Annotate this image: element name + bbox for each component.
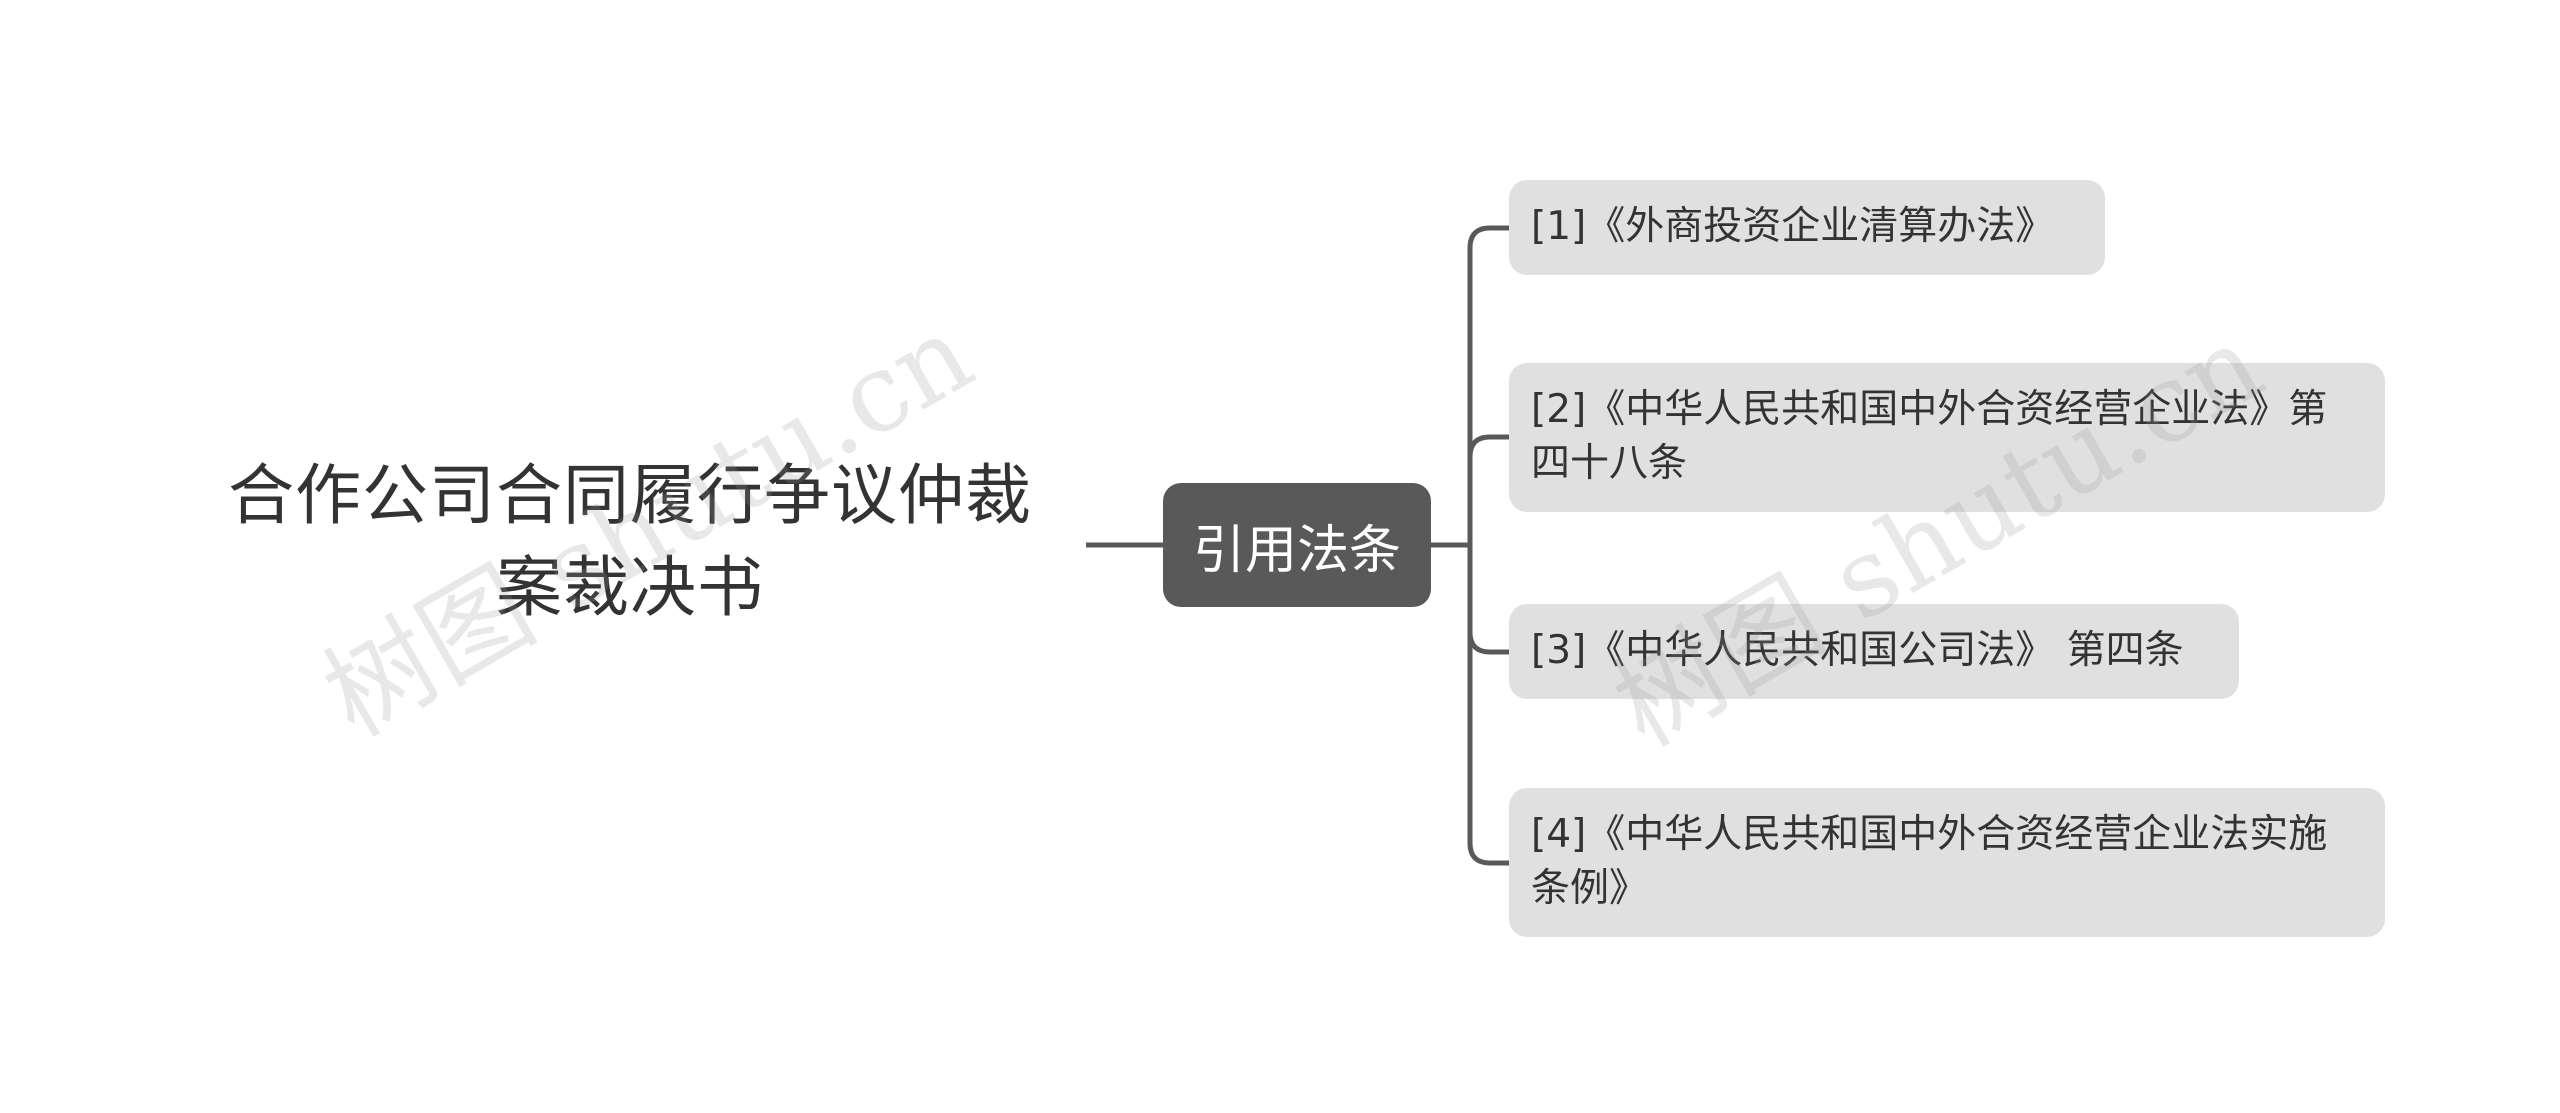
leaf-node-2[interactable]: [2]《中华人民共和国中外合资经营企业法》第四十八条 [1509,363,2385,512]
leaf-connector-3 [1467,545,1509,655]
leaf-connector-4 [1467,545,1509,866]
leaf-node-4[interactable]: [4]《中华人民共和国中外合资经营企业法实施条例》 [1509,788,2385,937]
leaf-node-3[interactable]: [3]《中华人民共和国公司法》 第四条 [1509,604,2239,699]
root-topic[interactable]: 合作公司合同履行争议仲裁案裁决书 [228,457,1032,626]
leaf-connector-2 [1467,434,1509,545]
branch-node-cited-laws[interactable]: 引用法条 [1163,483,1431,607]
leaf-connector-1 [1467,225,1509,545]
leaf-node-1[interactable]: [1]《外商投资企业清算办法》 [1509,180,2105,275]
